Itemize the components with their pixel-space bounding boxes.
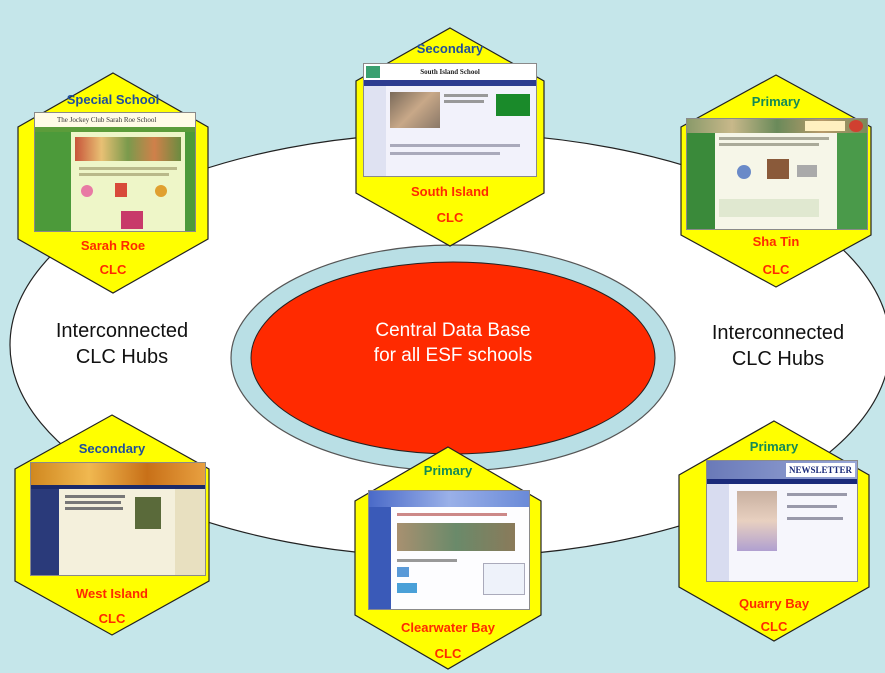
- right-caption-line1: Interconnected: [711, 322, 845, 344]
- hub-school-name: Sha Tin: [752, 234, 800, 249]
- hub-school-name: West Island: [75, 586, 148, 601]
- hub-clc-label: CLC: [436, 210, 464, 225]
- hub-type-label: Secondary: [416, 41, 484, 56]
- central-database-line1: Central Data Base: [375, 320, 531, 341]
- right-caption-line2: CLC Hubs: [731, 348, 825, 370]
- school-website-screenshot: NEWSLETTER: [706, 460, 858, 582]
- school-website-screenshot: South Island School: [363, 63, 537, 177]
- hub-quarry-bay[interactable]: Primary NEWSLETTER Quarry Bay CLC: [678, 420, 870, 642]
- hub-school-name: Quarry Bay: [738, 596, 810, 611]
- hub-type-label: Special School: [66, 92, 160, 107]
- school-website-screenshot: [30, 462, 206, 576]
- left-caption: Interconnected CLC Hubs: [32, 318, 212, 370]
- screenshot-title: South Island School: [364, 64, 536, 80]
- hub-type-label: Primary: [423, 463, 473, 478]
- hub-west-island[interactable]: Secondary West Island CLC: [14, 414, 210, 636]
- hub-clearwater-bay[interactable]: Primary Clearwater Bay CLC: [354, 446, 542, 670]
- hub-clc-label: CLC: [434, 646, 462, 661]
- screenshot-title: The Jockey Club Sarah Roe School: [35, 113, 195, 127]
- hub-south-island[interactable]: Secondary South Island School South Isla…: [355, 27, 545, 247]
- hub-school-name: Clearwater Bay: [401, 620, 495, 635]
- school-website-screenshot: [368, 490, 530, 610]
- central-database-line2: for all ESF schools: [373, 345, 533, 366]
- school-website-screenshot: The Jockey Club Sarah Roe School: [34, 112, 196, 232]
- hub-clc-label: CLC: [99, 262, 127, 277]
- hub-clc-label: CLC: [760, 619, 788, 634]
- hub-clc-label: CLC: [98, 611, 126, 626]
- school-website-screenshot: [686, 118, 868, 230]
- right-caption: Interconnected CLC Hubs: [688, 320, 868, 372]
- left-caption-line2: CLC Hubs: [75, 346, 169, 368]
- screenshot-title: NEWSLETTER: [785, 463, 855, 477]
- hub-type-label: Secondary: [78, 441, 146, 456]
- hub-clc-label: CLC: [762, 262, 790, 277]
- hub-type-label: Primary: [751, 94, 801, 109]
- hub-school-name: Sarah Roe: [80, 238, 146, 253]
- hub-sha-tin[interactable]: Primary Sha Tin CLC: [680, 74, 872, 288]
- hub-sarah-roe[interactable]: Special School The Jockey Club Sarah Roe…: [17, 72, 209, 294]
- hub-school-name: South Island: [411, 184, 489, 199]
- central-database-label: Central Data Base for all ESF schools: [303, 318, 603, 368]
- hub-type-label: Primary: [749, 439, 799, 454]
- left-caption-line1: Interconnected: [55, 320, 189, 342]
